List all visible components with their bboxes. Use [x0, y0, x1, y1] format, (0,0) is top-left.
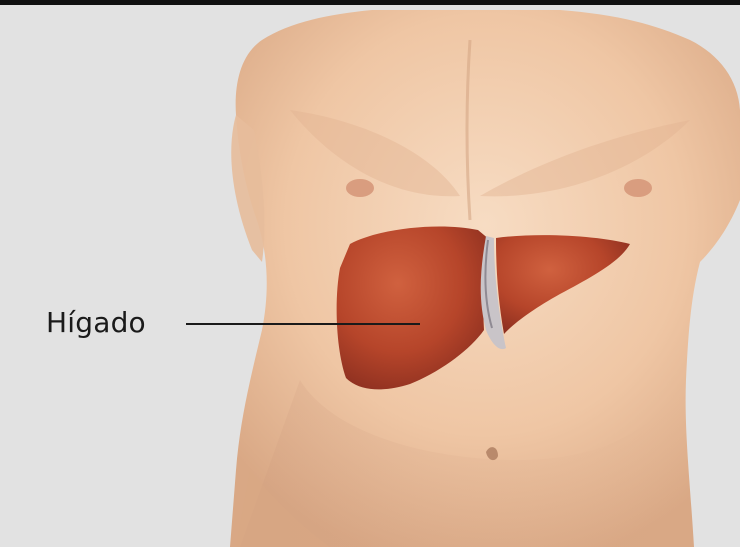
- liver-label: Hígado: [46, 306, 146, 339]
- left-nipple: [346, 179, 374, 197]
- right-nipple: [624, 179, 652, 197]
